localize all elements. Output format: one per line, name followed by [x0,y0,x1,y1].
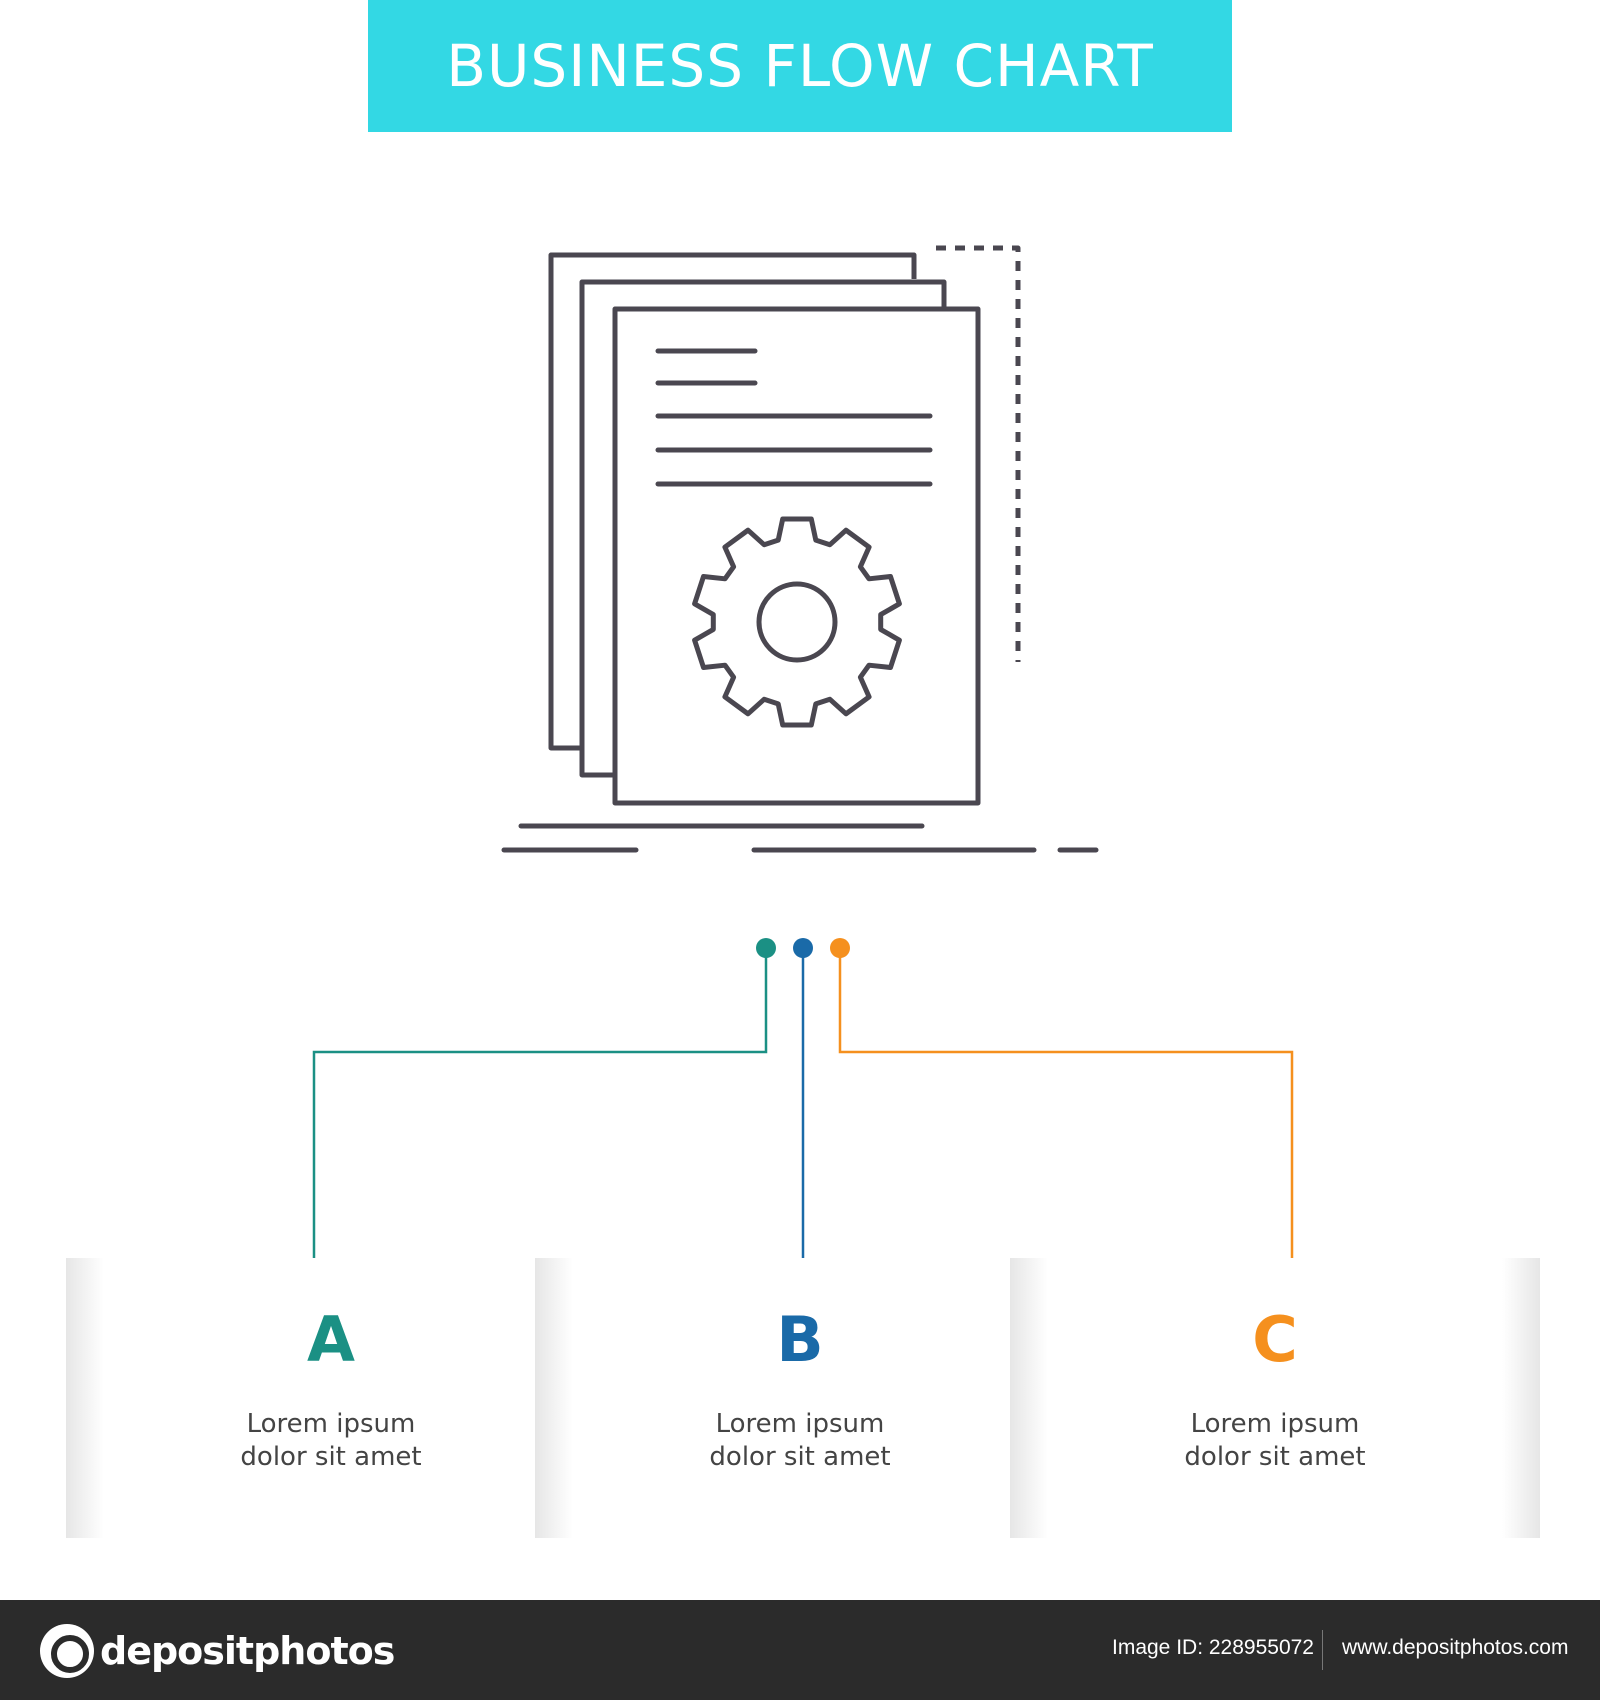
dashed-corner-bracket [936,245,1021,662]
settings-document-icon [501,245,1099,853]
camera-logo-icon [40,1624,94,1678]
card-b: B Lorem ipsum dolor sit amet [535,1258,1065,1538]
connector-c [838,948,1294,1276]
card-letter-b: B [776,1303,824,1376]
card-b-line2: dolor sit amet [709,1442,891,1472]
card-text-a: Lorem ipsum dolor sit amet [66,1408,596,1474]
title-banner: BUSINESS FLOW CHART [368,0,1232,132]
connector-dot-a [756,938,776,958]
gear-icon [692,516,902,728]
document-text-lines [655,348,933,487]
brand-name: depositphotos [100,1629,395,1673]
gear-center-icon [756,581,838,663]
card-letter-a: A [307,1303,355,1376]
card-letter-c: C [1252,1303,1298,1376]
card-c-line1: Lorem ipsum [1190,1409,1360,1439]
card-c: C Lorem ipsum dolor sit amet [1010,1258,1540,1538]
front-page [612,306,981,806]
site-url-link[interactable]: www.depositphotos.com [1342,1636,1569,1659]
card-text-b: Lorem ipsum dolor sit amet [535,1408,1065,1474]
card-c-line2: dolor sit amet [1184,1442,1366,1472]
connector-dot-b [793,938,813,958]
brand-logo[interactable]: depositphotos [40,1624,395,1678]
card-text-c: Lorem ipsum dolor sit amet [1010,1408,1540,1474]
footer-bar: depositphotos Image ID: 228955072 www.de… [0,1600,1600,1700]
middle-page [579,279,947,778]
ground-lines [501,823,1099,853]
back-page [548,252,917,751]
footer-divider [1322,1630,1323,1670]
card-a-line1: Lorem ipsum [246,1409,416,1439]
card-a: A Lorem ipsum dolor sit amet [66,1258,596,1538]
connector-a [312,948,768,1276]
flow-diagram [312,245,1294,1276]
card-b-line1: Lorem ipsum [715,1409,885,1439]
connector-dot-c [830,938,850,958]
page-title: BUSINESS FLOW CHART [446,32,1154,100]
card-a-line2: dolor sit amet [240,1442,422,1472]
image-id-label: Image ID: 228955072 [1112,1636,1314,1659]
